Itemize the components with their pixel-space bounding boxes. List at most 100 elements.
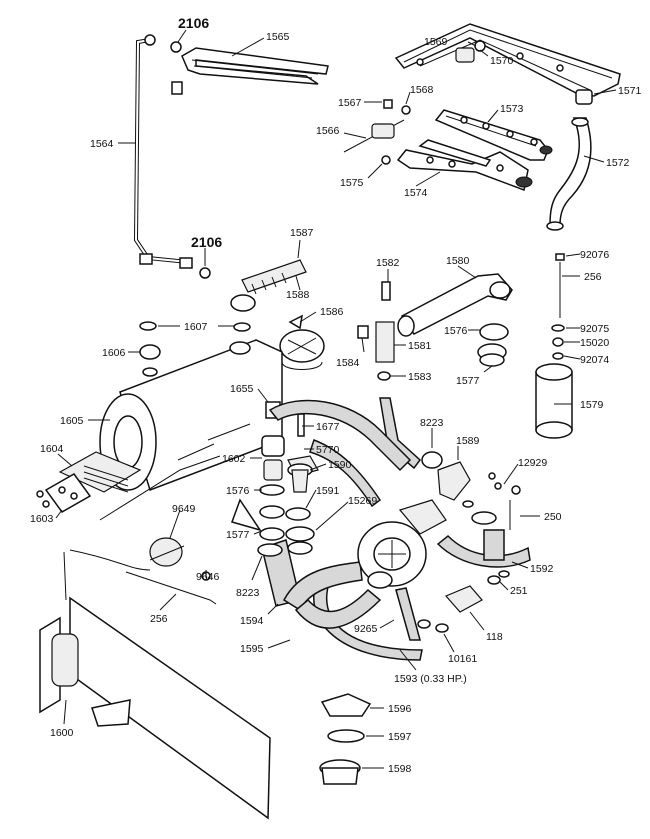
- part-label-9649: 9649: [172, 503, 196, 515]
- part-drawings: [36, 23, 621, 820]
- part-label-1600: 1600: [50, 727, 74, 739]
- part-label-1571: 1571: [618, 85, 642, 97]
- part-label-1592: 1592: [530, 563, 554, 575]
- element-1604-drawing: [58, 451, 142, 493]
- part-label-1584: 1584: [336, 357, 360, 369]
- rod-256-drawing: [551, 253, 565, 360]
- pump-motor-drawing: [357, 499, 447, 589]
- part-label-1575: 1575: [340, 177, 364, 189]
- rail-1571-drawing: [394, 23, 621, 105]
- part-labels: 2106 1565 1569 1570 1571 1564 1567 1568 …: [30, 15, 642, 775]
- cylinder-1579-drawing: [535, 363, 573, 439]
- part-label-1677: 1677: [316, 421, 340, 433]
- nut-2106-bottom-drawing: [199, 267, 211, 279]
- part-label-12929: 12929: [518, 457, 547, 469]
- part-label-1655: 1655: [230, 383, 254, 395]
- pipe-1572-drawing: [546, 117, 592, 231]
- part-label-1569: 1569: [424, 36, 448, 48]
- fitting-1589-drawing: [421, 451, 502, 525]
- valve-stack-drawing: [257, 463, 315, 557]
- part-label-15269: 15269: [348, 495, 377, 507]
- gasket-1565-drawing: [181, 47, 329, 85]
- leader-lines: [55, 29, 617, 769]
- valve-1581-drawing: [357, 281, 395, 381]
- part-label-1565: 1565: [266, 31, 290, 43]
- gasket-1607-left-drawing: [139, 321, 157, 331]
- part-label-1598: 1598: [388, 763, 412, 775]
- manifold-1580-drawing: [397, 273, 513, 337]
- connector-118-drawing: [417, 585, 483, 633]
- nut-1577-drawing: [477, 343, 507, 367]
- part-label-256-bottom: 256: [150, 613, 168, 625]
- part-label-1572: 1572: [606, 157, 630, 169]
- part-label-1607: 1607: [184, 321, 208, 333]
- part-label-256-top: 256: [584, 271, 602, 283]
- part-label-1604: 1604: [40, 443, 64, 455]
- part-label-5770: 5770: [316, 444, 340, 456]
- plug-1606-drawing: [139, 344, 161, 377]
- part-label-1564: 1564: [90, 138, 114, 150]
- hoses-drawing: [261, 397, 531, 661]
- part-label-1593: 1593 (0.33 HP.): [394, 673, 467, 685]
- part-label-1582: 1582: [376, 257, 400, 269]
- part-label-2106-top: 2106: [178, 15, 209, 31]
- part-label-1577-mid: 1577: [226, 529, 250, 541]
- part-label-92075: 92075: [580, 323, 609, 335]
- part-label-118: 118: [486, 631, 503, 643]
- part-label-1566: 1566: [316, 125, 340, 137]
- burner-head-drawing: [279, 329, 325, 370]
- part-label-1596: 1596: [388, 703, 412, 715]
- gasket-1576-drawing: [479, 323, 509, 341]
- part-label-1586: 1586: [320, 306, 344, 318]
- part-label-92074: 92074: [580, 354, 609, 366]
- bottom-parts-drawing: [319, 693, 372, 785]
- fitting-250-drawing: [487, 485, 521, 585]
- part-label-1591: 1591: [316, 485, 340, 497]
- part-label-1567: 1567: [338, 97, 362, 109]
- clip-1586-drawing: [288, 314, 303, 330]
- fitting-drawing: [171, 81, 183, 95]
- part-label-2106-bottom: 2106: [191, 234, 222, 250]
- part-label-8223-bottom: 8223: [236, 587, 260, 599]
- part-label-1589: 1589: [456, 435, 480, 447]
- part-label-9265: 9265: [354, 623, 378, 635]
- part-label-1590: 1590: [328, 459, 352, 471]
- part-label-1602: 1602: [222, 453, 246, 465]
- flange-1603-drawing: [36, 473, 92, 513]
- burner-assembly-drawing: [343, 99, 553, 192]
- part-label-1597: 1597: [388, 731, 412, 743]
- part-label-1583: 1583: [408, 371, 432, 383]
- part-label-1579: 1579: [580, 399, 604, 411]
- part-label-251: 251: [510, 585, 528, 597]
- igniter-1587-drawing: [241, 259, 307, 295]
- part-label-250: 250: [544, 511, 562, 523]
- part-label-1606: 1606: [102, 347, 126, 359]
- panel-1600-drawing: [39, 596, 271, 820]
- part-label-15020: 15020: [580, 337, 609, 349]
- part-label-1576-top: 1576: [444, 325, 468, 337]
- part-label-1573: 1573: [500, 103, 524, 115]
- part-label-1587: 1587: [290, 227, 314, 239]
- part-label-1574: 1574: [404, 187, 428, 199]
- tube-1564-drawing: [133, 34, 193, 269]
- part-label-1603: 1603: [30, 513, 54, 525]
- part-label-1588: 1588: [286, 289, 310, 301]
- nut-2106-top-drawing: [170, 41, 182, 53]
- part-label-1595: 1595: [240, 643, 264, 655]
- part-label-92076: 92076: [580, 249, 609, 261]
- part-label-1570: 1570: [490, 55, 514, 67]
- part-label-1568: 1568: [410, 84, 434, 96]
- part-label-1576-mid: 1576: [226, 485, 250, 497]
- part-label-1605: 1605: [60, 415, 84, 427]
- part-label-8223-top: 8223: [420, 417, 444, 429]
- part-label-1580: 1580: [446, 255, 470, 267]
- part-label-1594: 1594: [240, 615, 264, 627]
- cap-drawing: [230, 294, 256, 312]
- pump-9649-drawing: [63, 498, 262, 605]
- part-label-10161: 10161: [448, 653, 477, 665]
- part-label-1577-top: 1577: [456, 375, 480, 387]
- gasket-1607-right-drawing: [233, 322, 251, 332]
- part-label-9646: 9646: [196, 571, 220, 583]
- part-label-1581: 1581: [408, 340, 432, 352]
